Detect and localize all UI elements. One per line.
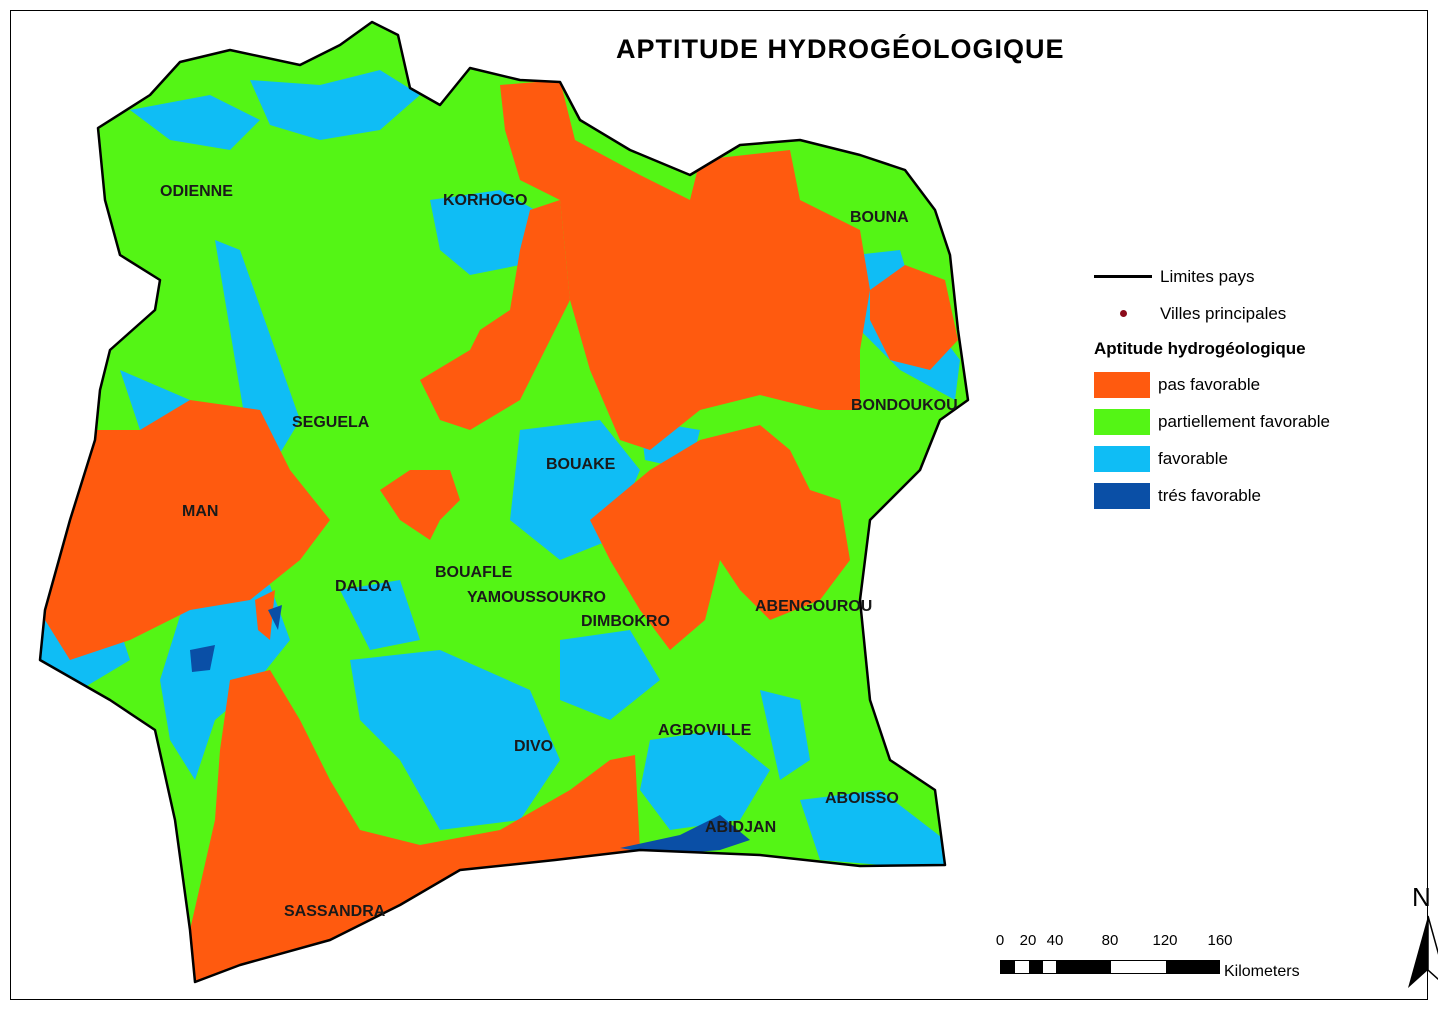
legend-swatch [1094, 371, 1150, 398]
legend-label: favorable [1158, 448, 1228, 468]
hydro-zones [40, 22, 968, 982]
zone-pas-favorable-central-blob [380, 470, 460, 540]
city-label: YAMOUSSOUKRO [467, 589, 606, 606]
legend-swatch [1094, 408, 1150, 435]
legend-label: trés favorable [1158, 485, 1261, 505]
city-label: AGBOVILLE [658, 722, 752, 739]
city-dot-icon [1119, 310, 1127, 317]
scale-tick: 80 [1101, 932, 1119, 949]
zone-pas-favorable-abengourou [590, 425, 850, 650]
city-label: BOUNA [850, 209, 909, 226]
zone-favorable-southeast [760, 690, 810, 780]
zone-tres-favorable-west [190, 645, 215, 672]
city-labels: ODIENNE KORHOGO BOUNA SEGUELA BONDOUKOU … [160, 183, 958, 920]
legend-heading: Aptitude hydrogéologique [1094, 339, 1306, 358]
legend-row-class: favorable [1094, 440, 1330, 477]
boundary-line-icon [1094, 275, 1152, 278]
zone-pas-favorable-south-west-strip [255, 590, 275, 640]
city-label: BOUAKE [546, 456, 616, 473]
city-label: BOUAFLE [435, 564, 513, 581]
scale-bar: 0 20 40 80 120 160 Kilometers [992, 932, 1322, 982]
zone-tres-favorable-west2 [268, 605, 282, 630]
zone-favorable-dimbokro [560, 630, 660, 720]
city-label: KORHOGO [443, 192, 527, 209]
legend-row-cities: Villes principales [1094, 295, 1330, 332]
legend-row-class: trés favorable [1094, 477, 1330, 514]
zone-pas-favorable-bondoukou [870, 265, 958, 370]
zone-favorable-north-west [130, 95, 260, 150]
scale-tick: 40 [1046, 932, 1064, 949]
city-label: SEGUELA [292, 414, 370, 431]
zone-tres-favorable-abidjan [620, 815, 750, 855]
city-label: BONDOUKOU [851, 397, 958, 414]
zone-favorable-agboville [640, 730, 770, 830]
scale-tick: 20 [1019, 932, 1037, 949]
city-label: ODIENNE [160, 183, 233, 200]
zone-favorable-daloa [340, 580, 420, 650]
legend-row-boundary: Limites pays [1094, 258, 1330, 295]
city-label: ABENGOUROU [755, 598, 872, 615]
north-letter: N [1412, 882, 1431, 912]
city-label: DALOA [335, 578, 392, 595]
zone-pas-favorable-central-north [420, 200, 570, 430]
zone-favorable-divo [350, 650, 560, 830]
north-arrow: N [1400, 882, 1438, 992]
legend-label: Villes principales [1160, 303, 1287, 323]
legend-label: partiellement favorable [1158, 411, 1330, 431]
zone-favorable-nw-strip [215, 240, 300, 470]
city-label: SASSANDRA [284, 903, 386, 920]
city-label: DIVO [514, 738, 553, 755]
zone-favorable-north-band [250, 70, 420, 140]
city-label: ABIDJAN [705, 819, 776, 836]
city-label: ABOISSO [825, 790, 899, 807]
city-label: DIMBOKRO [581, 613, 670, 630]
legend-label: Limites pays [1160, 266, 1255, 286]
north-arrow-icon [1408, 915, 1438, 988]
zone-favorable-korhogo [430, 190, 535, 275]
scale-tick: 120 [1152, 932, 1178, 949]
legend: Limites pays Villes principales Aptitude… [1094, 258, 1330, 514]
scale-tick: 160 [1207, 932, 1233, 949]
zone-pas-favorable-sassandra [190, 670, 640, 982]
legend-row-class: pas favorable [1094, 366, 1330, 403]
zone-pas-favorable-man [45, 400, 330, 660]
zones-pas-favorable [45, 80, 958, 982]
zone-favorable-south-west [160, 585, 290, 780]
map-title: APTITUDE HYDROGÉOLOGIQUE [616, 34, 1065, 64]
zones-tres-favorable [190, 605, 750, 855]
zone-favorable-coast-east [800, 790, 945, 870]
legend-row-class: partiellement favorable [1094, 403, 1330, 440]
legend-label: pas favorable [1158, 374, 1261, 394]
zone-pas-favorable-north-east [500, 80, 870, 450]
scale-tick: 0 [995, 932, 1005, 949]
scale-bar-graphic [1000, 960, 1220, 974]
city-label: MAN [182, 503, 218, 520]
scale-unit: Kilometers [1224, 963, 1300, 980]
legend-swatch [1094, 445, 1150, 472]
legend-swatch [1094, 482, 1150, 509]
